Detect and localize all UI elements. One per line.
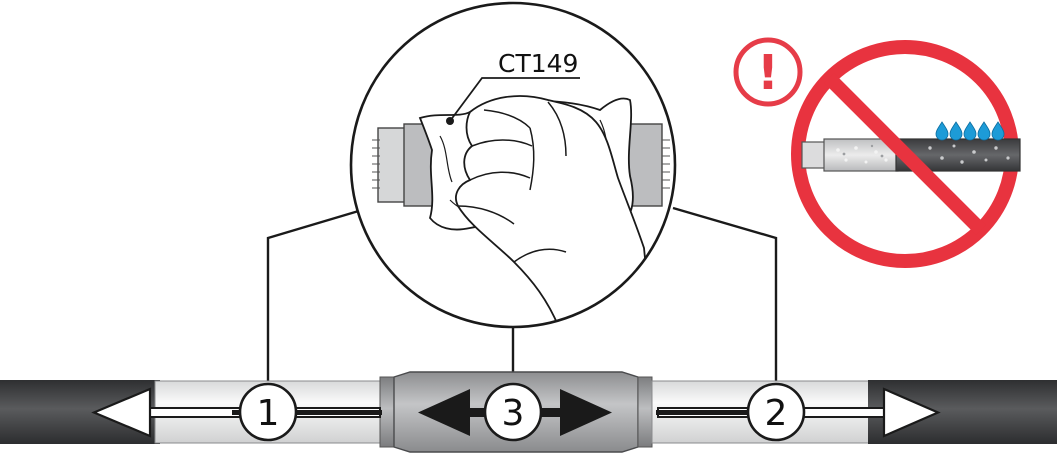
water-drop-icon xyxy=(935,121,949,141)
water-drop-icon xyxy=(991,121,1005,141)
step-1-marker: 1 xyxy=(238,382,298,442)
water-drop-icons xyxy=(935,121,1005,141)
leader-line-step-1 xyxy=(266,208,363,383)
hand xyxy=(455,95,653,327)
water-drop-icon xyxy=(963,121,977,141)
hand-finger-lines xyxy=(457,101,567,263)
leader-line-step-2 xyxy=(672,206,778,383)
warning-badge: ! xyxy=(733,37,803,107)
step-2-marker: 2 xyxy=(746,382,806,442)
leader-lines xyxy=(266,206,778,383)
product-code-label: CT149 xyxy=(498,49,578,78)
callout-leader xyxy=(449,77,580,122)
exclamation-icon: ! xyxy=(757,45,779,101)
magnified-view: CT149 xyxy=(349,1,677,329)
step-1-number: 1 xyxy=(257,393,280,434)
water-drop-icon xyxy=(977,121,991,141)
step-2-number: 2 xyxy=(765,393,788,434)
water-drop-icon xyxy=(949,121,963,141)
pipe-assembly: 1 3 2 xyxy=(0,371,1057,453)
warning-panel: ! xyxy=(733,37,1021,268)
step-3-number: 3 xyxy=(502,393,525,434)
prohibition-slash xyxy=(824,73,986,235)
left-fitting xyxy=(379,376,395,448)
right-fitting xyxy=(637,376,653,448)
step-3-marker: 3 xyxy=(483,382,543,442)
